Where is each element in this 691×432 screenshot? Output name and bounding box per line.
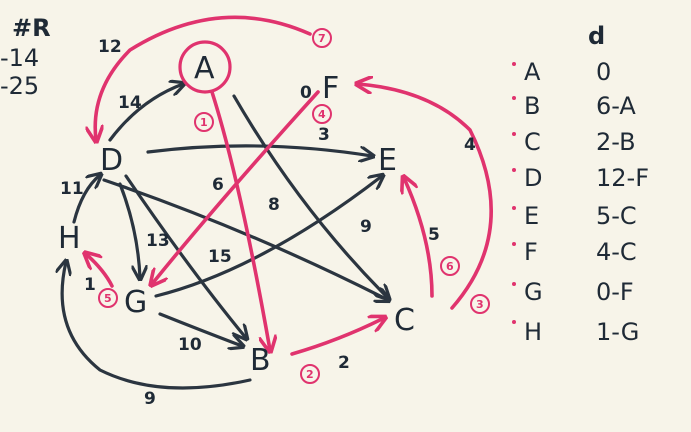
pink-edge-f-g [152, 90, 320, 284]
svg-text:6: 6 [446, 260, 454, 273]
table-node: E [524, 202, 539, 230]
table-node: F [524, 238, 538, 266]
pink-edge-f-d [95, 15, 312, 140]
edge-b-h [62, 262, 252, 390]
svg-text:1: 1 [200, 116, 208, 129]
weight-label: 2 [338, 353, 350, 373]
table-value: 4-C [596, 238, 637, 266]
table-header: d [588, 22, 605, 50]
shortest-path-edges [86, 15, 493, 356]
node-f: F [322, 71, 339, 106]
table-node: G [524, 278, 543, 306]
table-value: 0-F [596, 278, 634, 306]
edge-d-e [146, 144, 372, 156]
pink-edge-c-f [358, 84, 493, 310]
pink-edge-b-c [290, 318, 384, 356]
table-node: C [524, 128, 541, 156]
weight-label: 14 [118, 93, 142, 113]
corner-note-3: -25 [0, 72, 39, 100]
edge-d-g [118, 182, 140, 278]
weight-label: 3 [318, 125, 330, 145]
svg-text:2: 2 [306, 368, 314, 381]
node-g: G [124, 285, 147, 320]
edge-d-b [124, 174, 246, 338]
weight-label: 15 [208, 247, 232, 267]
weight-label: 10 [178, 335, 202, 355]
weight-label: 6 [212, 175, 224, 195]
table-value: 2-B [596, 128, 636, 156]
node-b: B [250, 343, 271, 378]
weight-label: 8 [268, 195, 280, 215]
pink-edge-g-h [86, 254, 114, 288]
table-row: C 2-B [512, 128, 636, 156]
table-row: F 4-C [512, 238, 637, 266]
order-marker: 4 [312, 104, 332, 124]
source-node-circle [178, 40, 232, 94]
order-marker: 3 [470, 294, 490, 314]
table-row: A 0 [512, 58, 611, 86]
weight-label: 5 [428, 225, 440, 245]
weight-label: 1 [84, 275, 96, 295]
table-value: 6-A [596, 92, 636, 120]
node-e: E [378, 143, 397, 178]
pink-edge-c-e [404, 178, 434, 298]
table-row: G 0-F [512, 278, 634, 306]
graph-edges [62, 84, 388, 390]
order-marker: 6 [440, 256, 460, 276]
visit-order-markers: 1 2 3 4 5 6 7 [98, 28, 490, 384]
table-row: E 5-C [512, 202, 637, 230]
corner-note-2: -14 [0, 44, 39, 72]
edge-d-a [108, 84, 183, 142]
weight-label: 4 [464, 135, 476, 155]
order-marker: 2 [300, 364, 320, 384]
table-node: A [524, 58, 541, 86]
svg-text:7: 7 [318, 32, 326, 45]
table-node: D [524, 164, 542, 192]
edge-weights: 12 14 11 0 3 6 8 13 15 9 5 4 10 2 9 1 [60, 37, 476, 409]
table-value: 0 [596, 58, 611, 86]
table-row: D 12-F [512, 164, 649, 192]
weight-label: 9 [144, 389, 156, 409]
table-value: 12-F [596, 164, 649, 192]
weight-label: 0 [300, 83, 312, 103]
svg-text:3: 3 [476, 298, 484, 311]
edge-g-b [158, 312, 242, 346]
graph-nodes: A B C D E F G H [58, 51, 415, 378]
svg-text:4: 4 [318, 108, 326, 121]
node-d: D [100, 143, 123, 178]
node-h: H [58, 221, 81, 256]
order-marker: 5 [98, 288, 118, 308]
order-marker: 1 [194, 112, 214, 132]
distance-table: d A 0 B 6-A C 2-B D 12-F E 5-C F [512, 22, 649, 346]
svg-text:5: 5 [104, 292, 112, 305]
table-row: H 1-G [512, 318, 639, 346]
node-a: A [194, 51, 215, 86]
order-marker: 7 [312, 28, 332, 48]
table-node: B [524, 92, 540, 120]
edge-a-c [232, 94, 388, 298]
pink-edge-a-b [210, 90, 270, 350]
corner-note-1: #R [12, 14, 51, 42]
table-node: H [524, 318, 542, 346]
table-value: 1-G [596, 318, 639, 346]
node-c: C [394, 303, 415, 338]
weight-label: 9 [360, 217, 372, 237]
edge-h-d [72, 175, 100, 224]
edge-g-e [154, 176, 382, 298]
weight-label: 12 [98, 37, 122, 57]
weight-label: 11 [60, 179, 84, 199]
table-value: 5-C [596, 202, 637, 230]
corner-notes: #R -14 -25 [0, 14, 51, 100]
table-row: B 6-A [512, 92, 636, 120]
weight-label: 13 [146, 231, 170, 251]
